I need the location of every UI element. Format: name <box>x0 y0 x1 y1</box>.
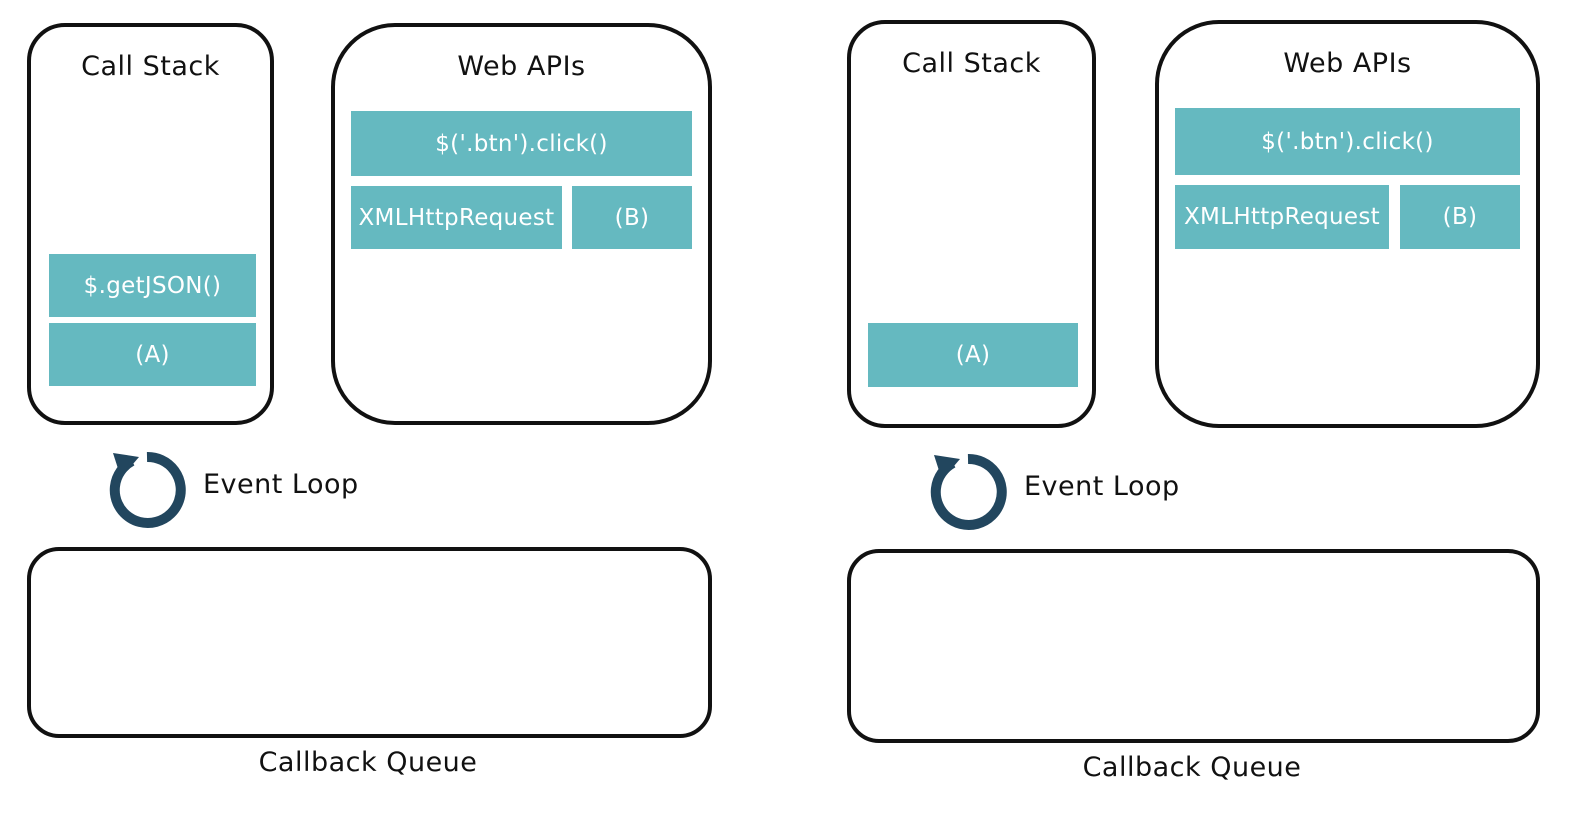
web-api-item: XMLHttpRequest <box>1175 185 1389 249</box>
callback-queue-label: Callback Queue <box>258 747 478 778</box>
web-apis-box: Web APIs $('.btn').click() XMLHttpReques… <box>1155 20 1540 428</box>
call-stack-title: Call Stack <box>902 48 1041 79</box>
call-stack-frame: (A) <box>868 323 1078 387</box>
web-api-item: $('.btn').click() <box>1175 108 1520 175</box>
web-api-item: XMLHttpRequest <box>351 186 562 249</box>
callback-queue-box <box>27 547 712 738</box>
left-panel: Call Stack $.getJSON() (A) Web APIs $('.… <box>27 23 712 778</box>
web-api-item: $('.btn').click() <box>351 111 692 176</box>
callback-queue-label: Callback Queue <box>1082 752 1302 783</box>
web-apis-title: Web APIs <box>457 51 586 82</box>
event-loop-label: Event Loop <box>1024 471 1180 502</box>
web-api-item: (B) <box>572 186 692 249</box>
call-stack-box: Call Stack $.getJSON() (A) <box>27 23 274 425</box>
call-stack-box: Call Stack (A) <box>847 20 1096 428</box>
event-loop-label: Event Loop <box>203 469 359 500</box>
call-stack-frame: $.getJSON() <box>49 254 256 317</box>
web-apis-title: Web APIs <box>1283 48 1412 79</box>
right-panel: Call Stack (A) Web APIs $('.btn').click(… <box>788 0 1576 816</box>
callback-queue-box <box>847 549 1540 743</box>
refresh-icon <box>109 451 186 528</box>
refresh-icon <box>930 453 1007 530</box>
call-stack-title: Call Stack <box>81 51 220 82</box>
web-api-item: (B) <box>1400 185 1520 249</box>
web-apis-box: Web APIs $('.btn').click() XMLHttpReques… <box>331 23 712 425</box>
call-stack-frame: (A) <box>49 323 256 386</box>
